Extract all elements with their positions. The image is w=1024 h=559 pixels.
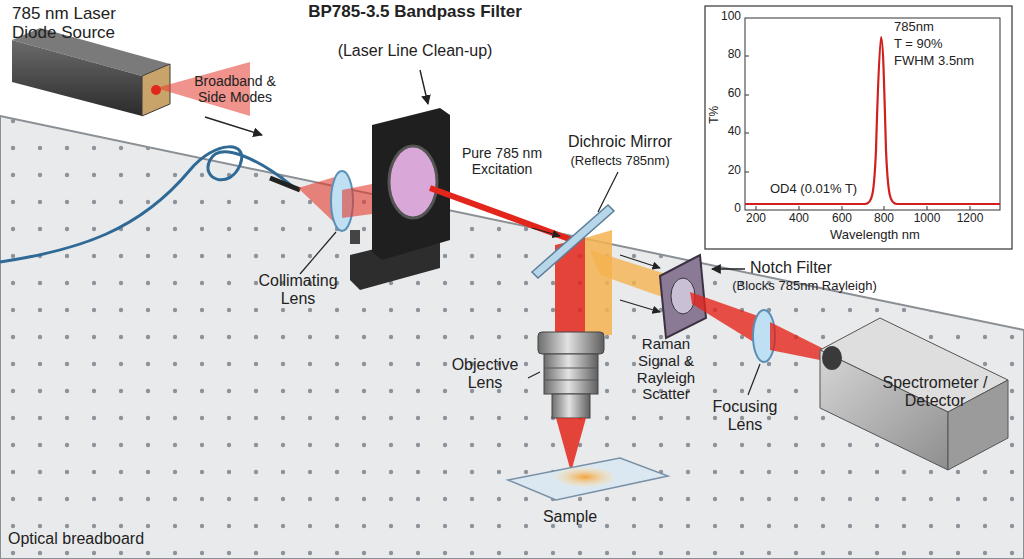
leader-arrow bbox=[712, 268, 745, 269]
tick-label: 0 bbox=[708, 202, 741, 215]
leader-line bbox=[748, 364, 760, 395]
tick-label: 60 bbox=[708, 87, 741, 100]
part-label: Objective Lens bbox=[440, 356, 530, 392]
mount-screw bbox=[350, 230, 360, 244]
leader-line bbox=[598, 172, 618, 212]
objective-tip bbox=[552, 394, 590, 418]
part-label: Broadband & Side Modes bbox=[180, 74, 290, 105]
axis-title: T% bbox=[708, 100, 721, 130]
part-label: Pure 785 nm Excitation bbox=[452, 146, 552, 177]
objective-ring bbox=[544, 368, 598, 369]
excitation-beam bbox=[430, 188, 572, 240]
part-label: Raman Signal & Rayleigh Scatter bbox=[626, 336, 706, 403]
tick-label: 40 bbox=[708, 125, 741, 138]
part-label: (Reflects 785nm) bbox=[540, 154, 700, 169]
bandpass-filter bbox=[389, 146, 437, 218]
part-label: Spectrometer / Detector bbox=[870, 374, 1000, 410]
part-label: Collimating Lens bbox=[248, 272, 348, 308]
leader-line bbox=[528, 372, 540, 378]
annotation: 785nm bbox=[894, 20, 994, 35]
annotation: FWHM 3.5nm bbox=[894, 54, 999, 69]
annotation: T = 90% bbox=[894, 37, 994, 52]
sample-spot bbox=[555, 467, 615, 487]
part-label: Sample bbox=[530, 508, 610, 526]
objective-ring bbox=[544, 380, 598, 381]
axis-title: Wavelength nm bbox=[800, 228, 950, 243]
tick-label: 200 bbox=[736, 212, 776, 225]
leader-arrow bbox=[532, 228, 560, 236]
return-beam bbox=[585, 230, 612, 335]
part-label: 785 nm Laser Diode Source bbox=[12, 4, 162, 42]
plot-area bbox=[745, 18, 1000, 210]
objective-body bbox=[544, 354, 598, 394]
leader-arrow bbox=[620, 255, 660, 268]
tick-label: 1000 bbox=[905, 212, 949, 225]
leader-arrow bbox=[420, 70, 428, 104]
spectrometer-port bbox=[822, 346, 842, 370]
fiber-connector bbox=[270, 178, 300, 190]
tick-label: 400 bbox=[779, 212, 819, 225]
sample-slide bbox=[508, 458, 668, 500]
tick-label: 100 bbox=[708, 10, 741, 23]
laser-aperture bbox=[151, 85, 161, 95]
chart-frame bbox=[705, 6, 1012, 249]
part-label: Notch Filter bbox=[750, 259, 870, 277]
laser-side bbox=[12, 40, 142, 116]
filter-mount bbox=[372, 108, 450, 260]
focus-cone bbox=[556, 418, 586, 472]
tick-label: 600 bbox=[822, 212, 862, 225]
leader-arrow bbox=[205, 117, 262, 135]
part-label: (Laser Line Clean-up) bbox=[300, 42, 530, 60]
leader-arrow bbox=[620, 300, 660, 312]
part-label: BP785-3.5 Bandpass Filter bbox=[300, 2, 530, 21]
transmission-curve bbox=[745, 37, 1000, 204]
tick-label: 20 bbox=[708, 164, 741, 177]
tick-label: 1200 bbox=[948, 212, 992, 225]
part-label: (Blocks 785nm Rayleigh) bbox=[712, 279, 897, 294]
dichroic-mirror bbox=[532, 205, 614, 278]
board-label: Optical breadboard bbox=[8, 530, 208, 548]
optical-fiber bbox=[0, 147, 292, 262]
raman-beam bbox=[690, 292, 760, 346]
tick-label: 80 bbox=[708, 48, 741, 61]
ticks bbox=[745, 56, 970, 210]
leader-line bbox=[300, 232, 336, 274]
annotation: OD4 (0.01% T) bbox=[770, 182, 880, 197]
beam bbox=[342, 184, 372, 218]
spectrometer-side bbox=[820, 350, 948, 470]
part-label: Dichroic Mirror bbox=[540, 133, 700, 151]
tick-label: 800 bbox=[864, 212, 904, 225]
part-label: Focusing Lens bbox=[700, 398, 790, 434]
objective-body bbox=[538, 332, 604, 354]
